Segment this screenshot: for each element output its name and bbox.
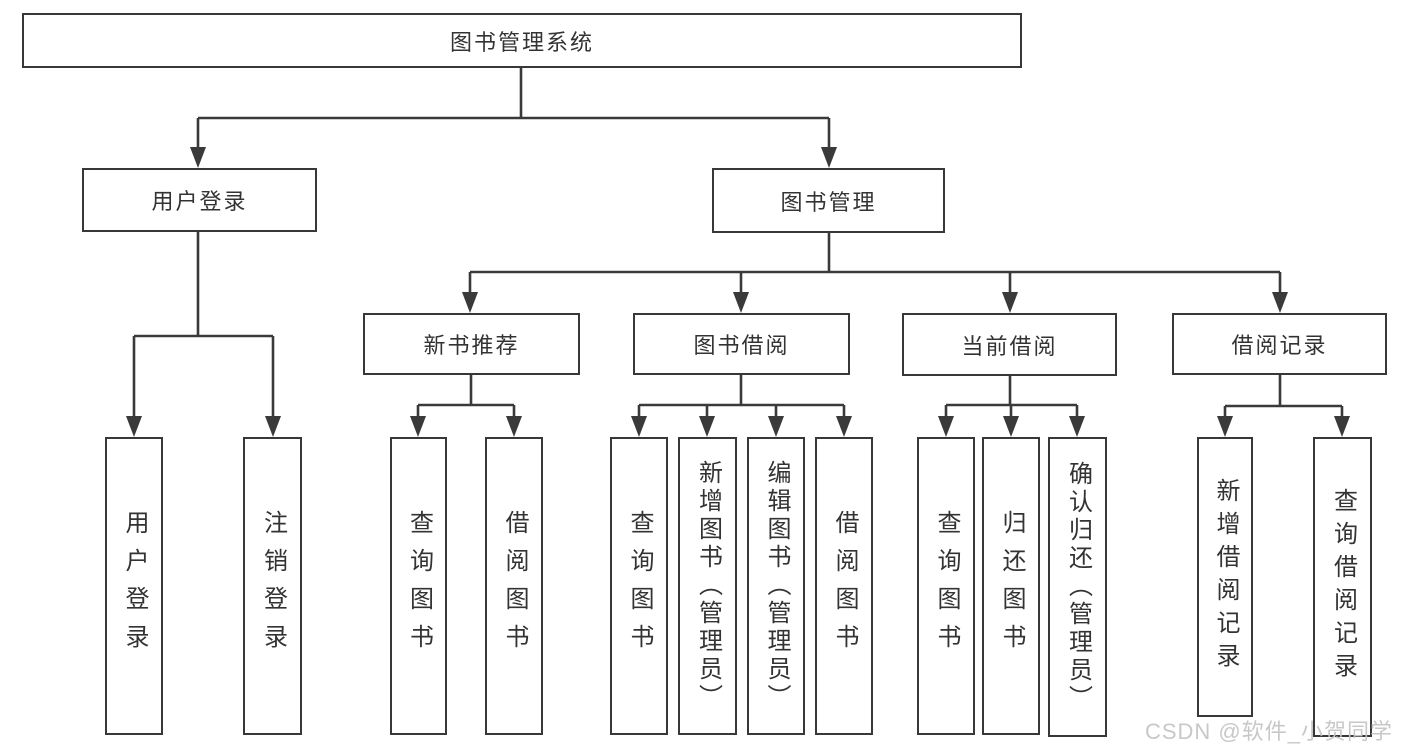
node-logout: 注销登录: [243, 437, 302, 735]
node-root-label: 图书管理系统: [449, 29, 594, 55]
node-add-books-admin: 新增图书（管理员）: [678, 437, 737, 735]
node-query-books-borrowing: 查询图书: [610, 437, 668, 735]
node-query-books-borrowing-label: 查询图书: [626, 510, 653, 662]
node-user-login-leaf-label: 用户登录: [121, 510, 148, 662]
node-query-books-current: 查询图书: [917, 437, 975, 735]
node-add-borrow-record: 新增借阅记录: [1197, 437, 1253, 717]
node-query-borrow-record: 查询借阅记录: [1313, 437, 1372, 737]
node-borrowing-records-label: 借阅记录: [1231, 333, 1328, 358]
node-borrow-books-borrowing-label: 借阅图书: [831, 510, 858, 662]
node-book-borrowing: 图书借阅: [633, 313, 850, 375]
node-current-borrowing-label: 当前借阅: [961, 333, 1058, 359]
node-user-login-leaf: 用户登录: [105, 437, 163, 735]
node-new-book-recommendation: 新书推荐: [363, 313, 580, 375]
node-borrowing-records: 借阅记录: [1172, 313, 1387, 375]
node-edit-books-admin: 编辑图书（管理员）: [747, 437, 805, 735]
node-query-books-recommend-label: 查询图书: [405, 510, 433, 662]
node-root: 图书管理系统: [22, 13, 1022, 68]
csdn-watermark: CSDN @软件_小贺同学: [1144, 719, 1393, 744]
node-return-books-label: 归还图书: [998, 510, 1025, 662]
node-confirm-return-admin: 确认归还（管理员）: [1048, 437, 1107, 737]
node-borrow-books-recommend-label: 借阅图书: [501, 510, 528, 662]
node-user-login: 用户登录: [82, 168, 317, 232]
node-confirm-return-admin-label: 确认归还（管理员）: [1064, 461, 1092, 713]
node-new-book-recommendation-label: 新书推荐: [423, 333, 520, 358]
node-query-borrow-record-label: 查询借阅记录: [1329, 488, 1357, 686]
node-book-management: 图书管理: [712, 168, 945, 233]
node-add-borrow-record-label: 新增借阅记录: [1212, 478, 1239, 676]
node-query-books-recommend: 查询图书: [390, 437, 447, 735]
node-book-borrowing-label: 图书借阅: [693, 333, 790, 358]
node-borrow-books-recommend: 借阅图书: [485, 437, 543, 735]
node-edit-books-admin-label: 编辑图书（管理员）: [763, 460, 790, 712]
node-logout-label: 注销登录: [259, 510, 287, 662]
node-return-books: 归还图书: [982, 437, 1040, 735]
node-current-borrowing: 当前借阅: [902, 313, 1117, 376]
node-query-books-current-label: 查询图书: [933, 510, 960, 662]
node-book-management-label: 图书管理: [780, 189, 877, 215]
node-user-login-label: 用户登录: [151, 189, 248, 214]
node-add-books-admin-label: 新增图书（管理员）: [694, 460, 722, 712]
node-borrow-books-borrowing: 借阅图书: [815, 437, 873, 735]
